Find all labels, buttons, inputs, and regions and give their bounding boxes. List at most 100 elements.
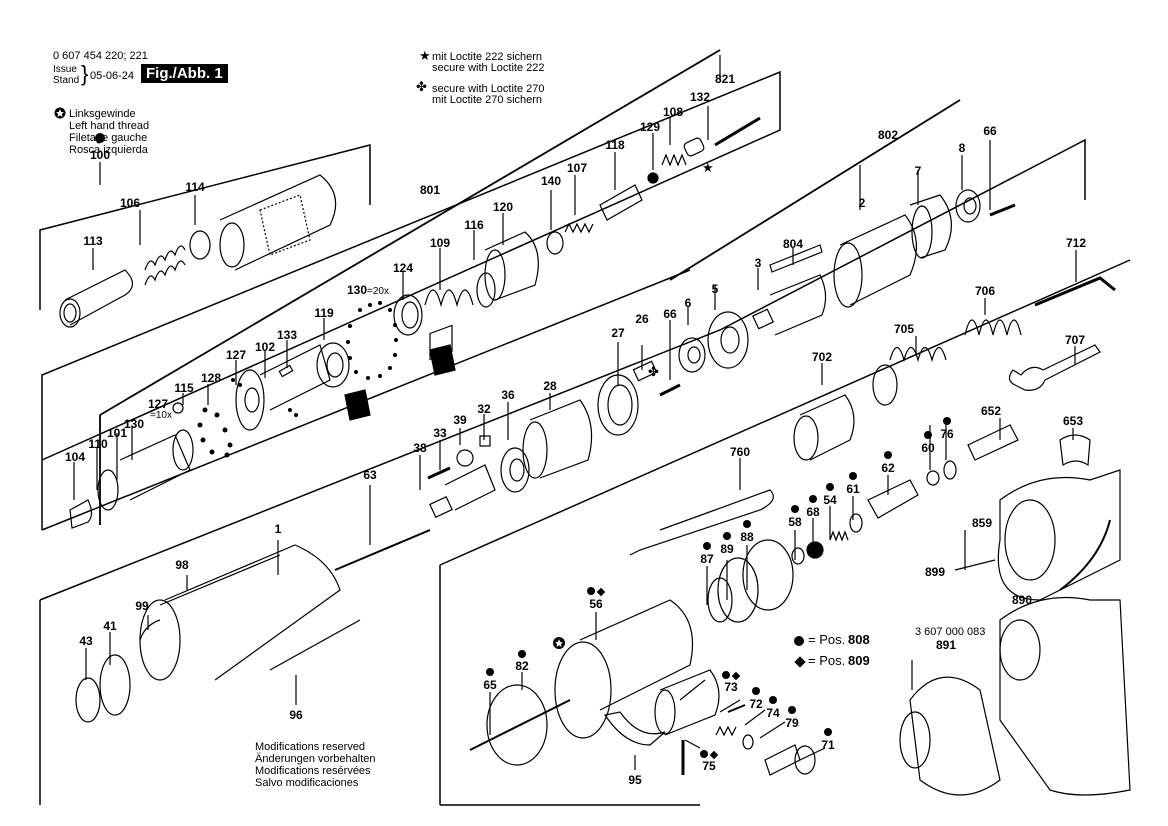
part-113-sleeve [59, 269, 134, 328]
part-label-712[interactable]: 712 [1065, 236, 1087, 250]
part-label-54[interactable]: 54 [823, 493, 837, 507]
part-label-27[interactable]: 27 [611, 326, 625, 340]
part-label-102[interactable]: 102 [254, 340, 276, 354]
part-label-60[interactable]: 60 [921, 441, 935, 455]
part-label-129[interactable]: 129 [639, 120, 661, 134]
part-label-110[interactable]: 110 [88, 437, 108, 451]
part-label-890[interactable]: 890 [1011, 593, 1033, 607]
part-label-128[interactable]: 128 [200, 371, 222, 385]
part-label-75[interactable]: 75 [702, 759, 716, 773]
part-label-99[interactable]: 99 [135, 599, 149, 613]
part-label-79[interactable]: 79 [785, 716, 799, 730]
part-label-62[interactable]: 62 [881, 461, 895, 475]
part-label-72[interactable]: 72 [749, 697, 763, 711]
part-label-61[interactable]: 61 [846, 482, 860, 496]
part-label-1[interactable]: 1 [274, 522, 282, 536]
part-label-96[interactable]: 96 [289, 708, 303, 722]
pos-808-marker [702, 542, 712, 550]
leader-bars [99, 49, 961, 525]
part-label-88[interactable]: 88 [740, 530, 754, 544]
part-label-707[interactable]: 707 [1064, 333, 1086, 347]
part-label-39[interactable]: 39 [453, 413, 467, 427]
part-label-133[interactable]: 133 [276, 328, 298, 342]
pos-808-marker [883, 451, 893, 459]
legend-line: mit Loctite 222 sichern [432, 51, 543, 63]
part-label-115[interactable]: 115 [174, 381, 194, 395]
part-label-82[interactable]: 82 [515, 659, 529, 673]
part-label-801[interactable]: 801 [419, 183, 441, 197]
part-63-rod [334, 529, 431, 571]
part-label-821[interactable]: 821 [714, 72, 736, 86]
part-label-28[interactable]: 28 [543, 379, 557, 393]
part-label-760[interactable]: 760 [729, 445, 751, 459]
part-652-fitting [967, 424, 1019, 461]
legend-line: mit Loctite 270 sichern [432, 94, 543, 106]
part-label-899[interactable]: 899 [924, 565, 946, 579]
part-66b-pin [659, 383, 681, 397]
footer-line: Modifications resérvées [255, 765, 371, 777]
part-label-891[interactable]: 891 [935, 638, 957, 652]
part-label-132[interactable]: 132 [689, 90, 711, 104]
part-label-74[interactable]: 74 [766, 706, 780, 720]
part-label-65[interactable]: 65 [483, 678, 497, 692]
part-114-ring [189, 230, 211, 260]
dot-icon [794, 636, 804, 646]
part-label-7[interactable]: 7 [914, 164, 922, 178]
part-label-652[interactable]: 652 [980, 404, 1002, 418]
part-label-124[interactable]: 124 [392, 261, 414, 275]
part-label-100[interactable]: 100 [89, 148, 111, 162]
part-label-2[interactable]: 2 [858, 196, 866, 210]
part-label-802[interactable]: 802 [877, 128, 899, 142]
part-label-43[interactable]: 43 [79, 634, 93, 648]
part-label-108[interactable]: 108 [662, 105, 684, 119]
part-label-98[interactable]: 98 [175, 558, 189, 572]
part-label-76[interactable]: 76 [940, 427, 954, 441]
part-label-106[interactable]: 106 [119, 196, 141, 210]
part-label-32[interactable]: 32 [477, 402, 491, 416]
part-label-38[interactable]: 38 [413, 441, 427, 455]
part-label-109[interactable]: 109 [429, 236, 451, 250]
part-label-114[interactable]: 114 [185, 180, 205, 194]
part-label-5[interactable]: 5 [711, 282, 719, 296]
part-label-73[interactable]: 73 [724, 680, 738, 694]
part-label-118[interactable]: 118 [605, 138, 625, 152]
part-label-68[interactable]: 68 [806, 505, 820, 519]
part-label-119[interactable]: 119 [314, 306, 334, 320]
part-label-140[interactable]: 140 [540, 174, 562, 188]
part-label-58[interactable]: 58 [788, 515, 802, 529]
part-label-804[interactable]: 804 [782, 237, 804, 251]
part-label-107[interactable]: 107 [566, 161, 588, 175]
part-label-706[interactable]: 706 [974, 284, 996, 298]
part-label-89[interactable]: 89 [720, 542, 734, 556]
part-label-653[interactable]: 653 [1062, 414, 1084, 428]
part-label-66b[interactable]: 66 [663, 307, 677, 321]
part-label-101[interactable]: 101 [106, 426, 128, 440]
part-label-130b[interactable]: 130 [123, 417, 145, 431]
part-label-113[interactable]: 113 [83, 234, 103, 248]
leader-lines [73, 55, 1077, 770]
part-label-41[interactable]: 41 [103, 619, 117, 633]
part-label-26[interactable]: 26 [635, 312, 649, 326]
part-label-127a[interactable]: 127 [225, 348, 247, 362]
part-label-63[interactable]: 63 [363, 468, 377, 482]
part-label-120[interactable]: 120 [492, 200, 514, 214]
part-label-66a[interactable]: 66 [983, 124, 997, 138]
part-label-116[interactable]: 116 [464, 218, 484, 232]
legend-line: Left hand thread [69, 120, 150, 132]
part-label-56[interactable]: 56 [589, 597, 603, 611]
part-label-33[interactable]: 33 [433, 426, 447, 440]
part-label-702[interactable]: 702 [811, 350, 833, 364]
part-label-3[interactable]: 3 [754, 256, 762, 270]
part-label-6[interactable]: 6 [684, 296, 692, 310]
part-label-130a[interactable]: 130 [346, 283, 368, 297]
part-label-859[interactable]: 859 [971, 516, 993, 530]
part-label-71[interactable]: 71 [821, 738, 835, 752]
part-label-8[interactable]: 8 [958, 141, 966, 155]
part-label-127b[interactable]: 127 [147, 397, 169, 411]
part-label-95[interactable]: 95 [628, 773, 642, 787]
part-label-104[interactable]: 104 [64, 450, 86, 464]
part-label-87[interactable]: 87 [700, 552, 714, 566]
part-label-36[interactable]: 36 [501, 388, 515, 402]
part-label-705[interactable]: 705 [893, 322, 915, 336]
legend-line: Linksgewinde [69, 108, 136, 120]
